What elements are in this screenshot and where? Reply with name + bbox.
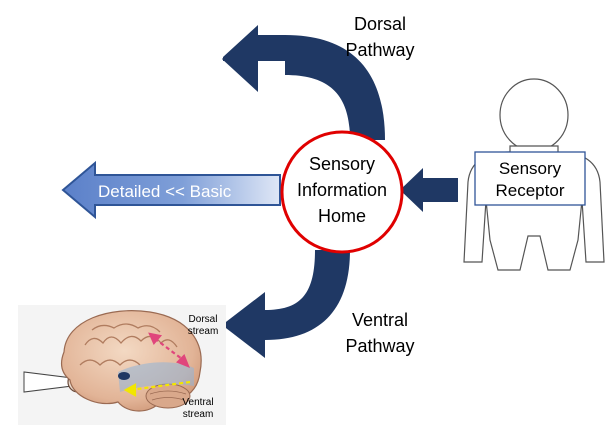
dorsal-pathway-arrow	[222, 25, 385, 140]
ventral-stream-arrows	[123, 380, 191, 397]
home-label-line1: Sensory	[309, 154, 375, 174]
ventral-stream-label-line1: Ventral	[182, 397, 213, 408]
receptor-label-line1: Sensory	[499, 159, 562, 178]
dorsal-stream-label-line1: Dorsal	[189, 314, 218, 325]
ventral-pathway-label-line2: Pathway	[345, 336, 414, 356]
dorsal-stream-label-line2: stream	[188, 326, 219, 337]
detail-arrow-label: Detailed << Basic	[98, 182, 232, 201]
dorsal-stream-arrows	[148, 332, 190, 368]
dorsal-pathway-label-line1: Dorsal	[354, 14, 406, 34]
sensory-information-home: Sensory Information Home	[280, 130, 404, 254]
ventral-pathway-label-line1: Ventral	[352, 310, 408, 330]
receptor-label-line2: Receptor	[496, 181, 565, 200]
detail-basic-arrow: Detailed << Basic	[61, 160, 281, 220]
dorsal-pathway-label-line2: Pathway	[345, 40, 414, 60]
ventral-pathway-arrow	[222, 250, 350, 358]
ventral-stream-label-line2: stream	[183, 409, 214, 420]
brain-illustration: Dorsal stream Ventral stream	[18, 305, 226, 425]
sensory-receptor-box: Sensory Receptor	[474, 151, 586, 206]
home-label-line3: Home	[318, 206, 366, 226]
receptor-to-home-arrow	[400, 168, 458, 212]
home-label-line2: Information	[297, 180, 387, 200]
